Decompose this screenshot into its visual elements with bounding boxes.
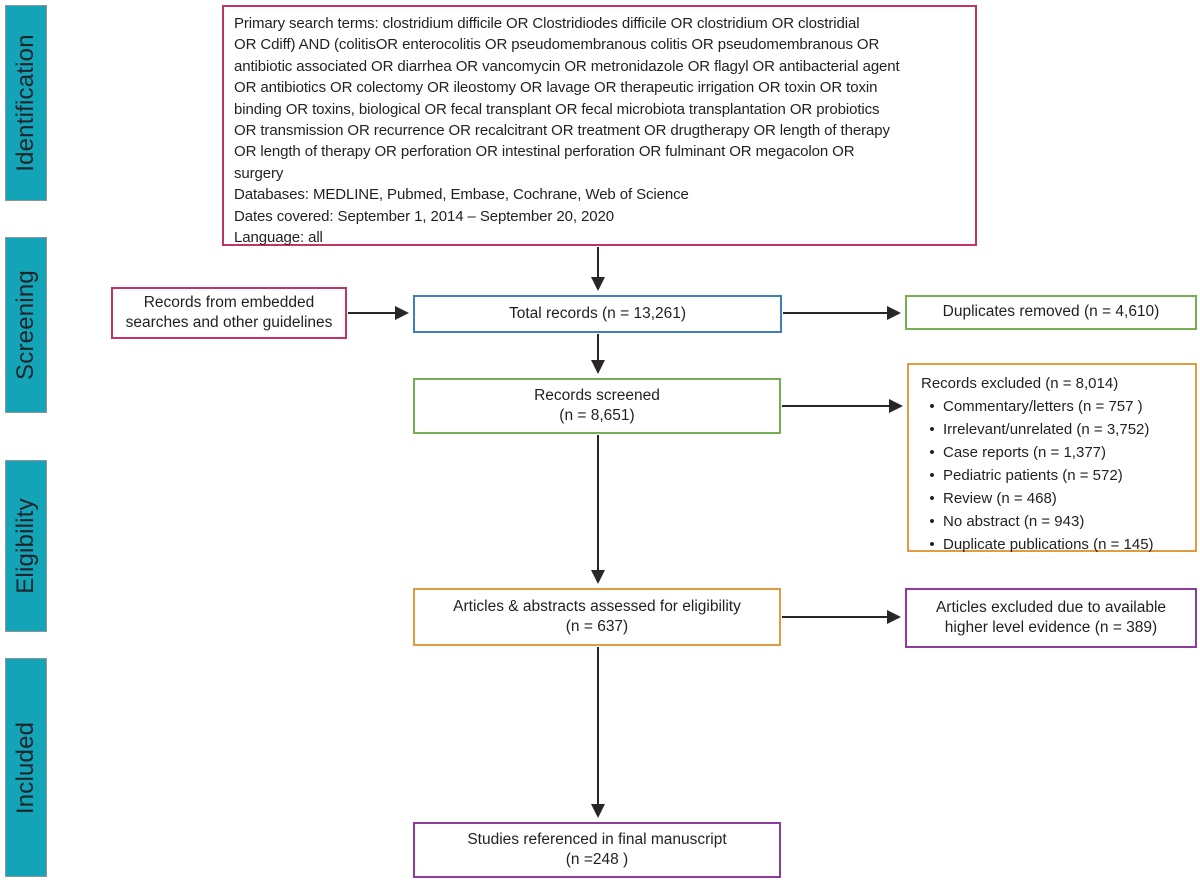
duplicates-removed-box: Duplicates removed (n = 4,610) bbox=[905, 295, 1197, 330]
stage-identification: Identification bbox=[5, 5, 47, 201]
stage-screening: Screening bbox=[5, 237, 47, 413]
records-excluded-item: Pediatric patients (n = 572) bbox=[921, 464, 1189, 487]
records-excluded-box: Records excluded (n = 8,014) Commentary/… bbox=[907, 363, 1197, 553]
studies-referenced-box: Studies referenced in final manuscript (… bbox=[413, 822, 781, 878]
stage-identification-label: Identification bbox=[12, 34, 39, 172]
articles-excluded-box: Articles excluded due to available highe… bbox=[905, 588, 1197, 648]
embedded-searches-box: Records from embedded searches and other… bbox=[111, 287, 347, 339]
total-records-box: Total records (n = 13,261) bbox=[413, 295, 782, 333]
records-excluded-title: Records excluded (n = 8,014) bbox=[921, 375, 1119, 392]
stage-eligibility: Eligibility bbox=[5, 460, 47, 632]
records-excluded-item: Irrelevant/unrelated (n = 3,752) bbox=[921, 418, 1189, 441]
search-terms-box: Primary search terms: clostridium diffic… bbox=[222, 5, 977, 246]
stage-eligibility-label: Eligibility bbox=[12, 498, 40, 594]
stage-included: Included bbox=[5, 658, 47, 877]
records-excluded-item: Review (n = 468) bbox=[921, 487, 1189, 510]
stage-screening-label: Screening bbox=[12, 270, 39, 380]
records-excluded-item: Duplicate publications (n = 145) bbox=[921, 533, 1189, 556]
articles-assessed-box: Articles & abstracts assessed for eligib… bbox=[413, 588, 781, 646]
records-excluded-item: Case reports (n = 1,377) bbox=[921, 441, 1189, 464]
records-excluded-item: No abstract (n = 943) bbox=[921, 510, 1189, 533]
records-excluded-item: Commentary/letters (n = 757 ) bbox=[921, 395, 1189, 418]
records-screened-box: Records screened (n = 8,651) bbox=[413, 378, 781, 434]
stage-included-label: Included bbox=[12, 721, 39, 814]
